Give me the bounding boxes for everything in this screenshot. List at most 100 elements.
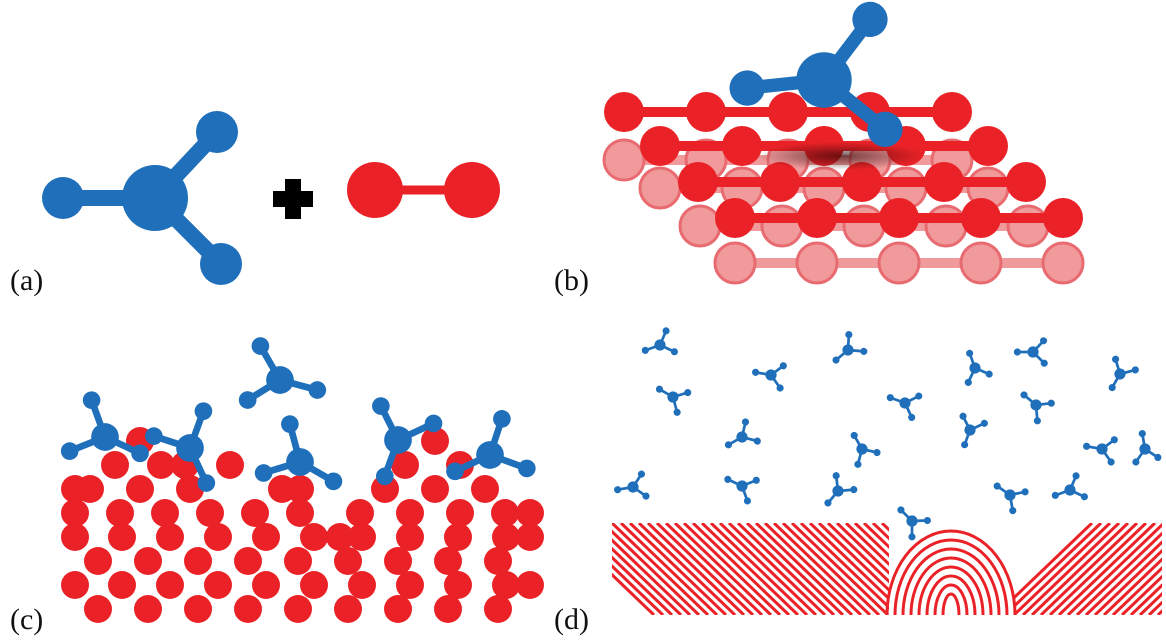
surface-atom [147,451,175,479]
surface-atom [84,595,112,623]
surface-atom [284,547,312,575]
gas-molecule-icon [1108,355,1139,392]
surface-atom [101,451,129,479]
surface-atom [241,499,269,527]
surface-atom [216,451,244,479]
surface-atom [204,571,232,599]
adsorbed-molecule-icon [254,415,343,491]
atom-row [678,162,1046,202]
gas-molecule-icon [1083,436,1118,466]
adsorbed-molecule-icon [145,402,216,492]
surface-atom [484,547,512,575]
surface-atom [444,571,472,599]
surface-atom [184,595,212,623]
adsorbed-molecule-icon [446,410,536,481]
surface-atom [384,547,412,575]
gas-molecule-icon [724,475,760,505]
surface-atom [326,523,354,551]
gas-molecule-icon [832,331,868,364]
surface-atom [252,571,280,599]
gas-molecule-icon [824,472,858,507]
surface-atom [106,499,134,527]
surface-atom [446,499,474,527]
surface-atom [348,571,376,599]
faded-atom-row [713,241,1085,285]
gas-molecule-icon [886,392,923,421]
adsorbing-molecule-icon [729,1,903,147]
atom-row [715,198,1083,238]
gas-molecule-icon [614,470,650,500]
surface-atom [284,595,312,623]
surface-atom [346,499,374,527]
surface-atom [421,427,449,455]
gas-molecule-icon [1132,430,1162,466]
surface-atom [234,547,262,575]
panel-d-hatched-surface [612,327,1162,616]
surface-atom [444,523,472,551]
panel-label-d: (d) [554,603,589,636]
plus-icon [273,179,313,219]
gas-molecule-icon [724,418,761,449]
surface-atom [108,523,136,551]
gas-molecule-icon [850,431,881,468]
three-arm-molecule-icon [42,111,242,285]
hatch-right [1014,523,1162,615]
gas-molecule-icon [1051,472,1088,501]
surface-atom [434,547,462,575]
adsorbed-molecule-icon [60,391,149,463]
panel-c-etched-surface [60,337,544,623]
gas-molecule-icon [897,506,931,541]
surface-atom [134,595,162,623]
gas-molecule-icon [993,482,1029,515]
surface-atom [492,523,520,551]
surface-atom [516,523,544,551]
diatomic-molecule-icon [347,162,500,218]
surface-atom [286,475,314,503]
surface-atom [371,475,399,503]
hatch-left [612,523,889,615]
surface-atom [334,547,362,575]
surface-atom [156,523,184,551]
surface-atom [234,595,262,623]
surface-atom [484,595,512,623]
surface-atom [176,475,204,503]
surface-atom [84,547,112,575]
gas-molecule-icon [964,349,993,386]
surface-atom [434,595,462,623]
surface-atom [108,571,136,599]
surface-atom [156,571,184,599]
surface-atom [516,571,544,599]
surface-atom [471,475,499,503]
surface-atom [396,499,424,527]
gas-molecule-icon [238,337,327,409]
surface-atom [396,571,424,599]
molecule-shadow [755,142,925,170]
surface-atom [61,571,89,599]
surface-atom [204,523,232,551]
panel-b-adsorption-layers [602,1,1085,285]
adsorbed-molecule-icon [372,397,443,486]
panel-label-c: (c) [10,603,44,636]
surface-atom [300,571,328,599]
surface-atom [348,523,376,551]
surface-atom [391,451,419,479]
panel-a-reactants [42,111,500,285]
gas-molecule-icon [1013,337,1048,367]
surface-atom [134,547,162,575]
surface-atom [184,547,212,575]
gas-molecule-icon [655,385,692,416]
surface-atom [396,523,424,551]
surface-atom [61,475,89,503]
panel-label-a: (a) [10,264,44,297]
surface-atom [492,571,520,599]
panel-label-b: (b) [554,264,589,297]
gas-molecule-icon [959,412,988,449]
surface-atom [491,499,519,527]
gas-molecule-icon [752,362,787,392]
surface-atom [286,499,314,527]
surface-atom [252,523,280,551]
surface-atom [384,595,412,623]
gas-molecule-icon [641,327,678,356]
